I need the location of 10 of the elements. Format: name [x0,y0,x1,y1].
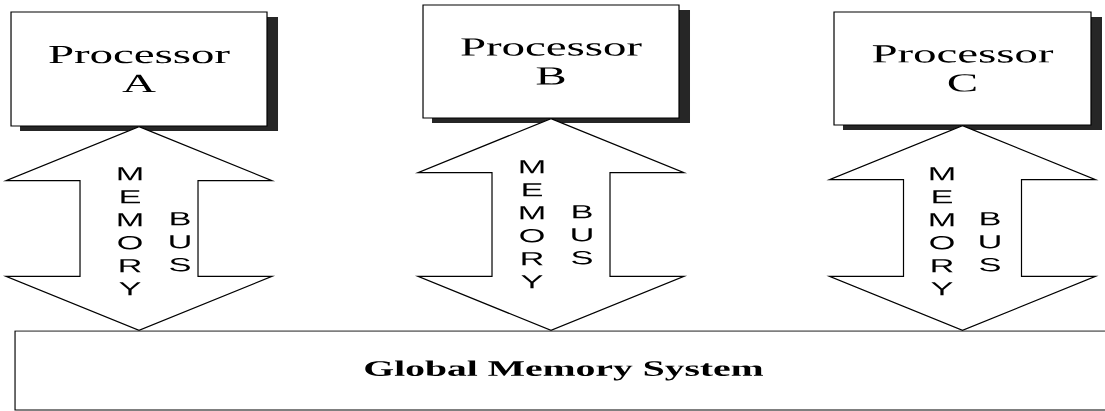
vertical-label: BUS [572,205,592,265]
processor-box: Processor A [10,11,278,131]
vertical-label: MEMORY [118,167,142,296]
vertical-label: MEMORY [930,167,954,296]
processor-box: Processor B [422,4,690,123]
processor-box: Processor C [833,11,1102,130]
memory-box: Global Memory System [14,330,1105,411]
vertical-label: BUS [170,212,190,272]
vertical-label: BUS [980,212,1000,272]
vertical-label: MEMORY [520,160,544,289]
